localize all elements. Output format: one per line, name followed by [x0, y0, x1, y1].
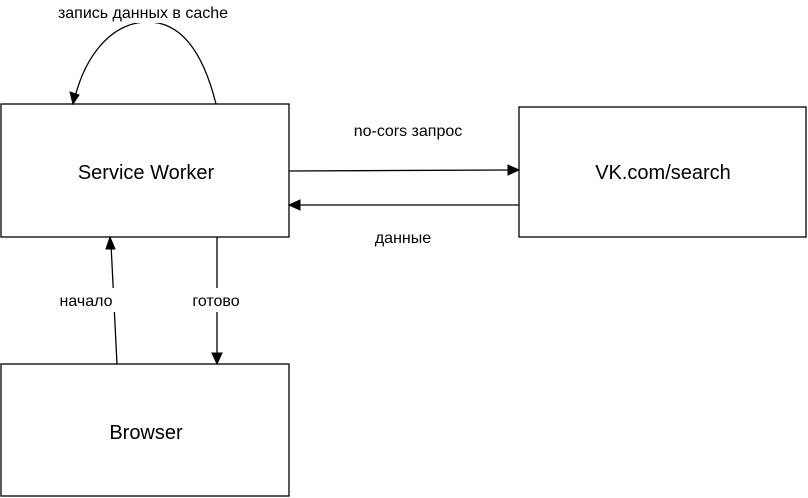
node-vk-search: VK.com/search — [518, 106, 807, 238]
start-label-bg — [48, 288, 122, 312]
data-label: данные — [375, 230, 431, 247]
data-label-bg — [362, 224, 444, 248]
data-arrowhead — [287, 199, 301, 211]
edge-data: данные — [287, 199, 519, 248]
node-browser: Browser — [0, 363, 290, 497]
edge-start: начало — [48, 235, 122, 365]
service-worker-label: Service Worker — [78, 162, 215, 184]
cache-write-arrowhead — [69, 91, 80, 106]
no-cors-request-label-bg — [342, 118, 474, 142]
cache-write-label: запись данных в cache — [58, 5, 228, 22]
vk-search-label: VK.com/search — [595, 162, 731, 184]
vk-search-box — [518, 106, 807, 238]
done-arrowhead — [211, 352, 223, 366]
no-cors-request-label: no-cors запрос — [354, 123, 463, 140]
cache-write-arrow-line — [74, 21, 217, 105]
done-label: готово — [192, 293, 239, 310]
start-arrowhead — [105, 235, 116, 250]
browser-label: Browser — [109, 422, 183, 444]
edge-done: готово — [180, 237, 252, 366]
no-cors-request-arrow-line — [288, 169, 513, 172]
browser-box — [0, 363, 290, 497]
service-worker-box — [0, 103, 290, 238]
no-cors-request-arrowhead — [507, 164, 521, 176]
start-label: начало — [59, 293, 112, 310]
done-label-bg — [180, 288, 252, 312]
edge-cache-write: запись данных в cache — [36, 1, 250, 106]
node-service-worker: Service Worker — [0, 103, 290, 238]
edge-no-cors-request: no-cors запрос — [288, 118, 521, 176]
cache-write-label-bg — [36, 1, 250, 23]
